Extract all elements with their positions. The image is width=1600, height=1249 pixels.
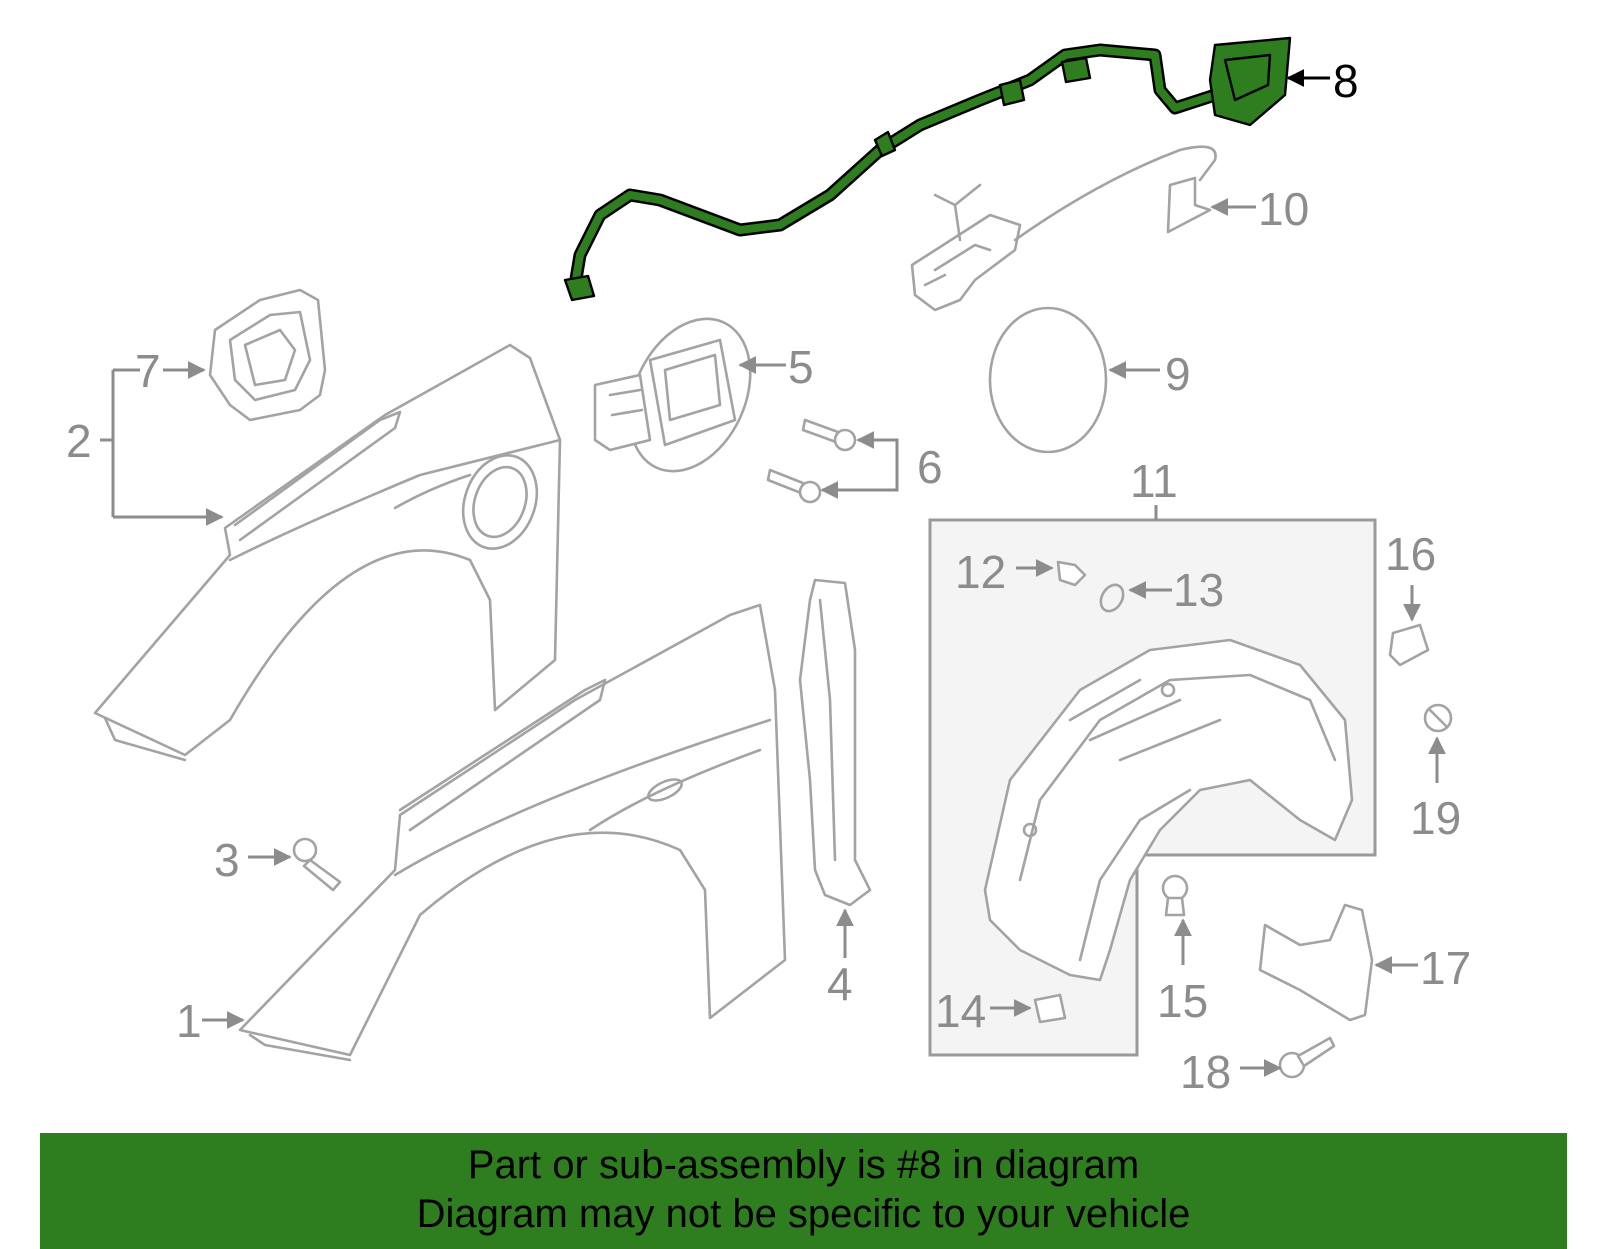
clip-19	[1423, 703, 1453, 733]
screw	[292, 837, 342, 892]
screw-18	[1278, 1036, 1336, 1079]
callout-6: 6	[917, 441, 943, 493]
seal-ring	[988, 306, 1108, 454]
callout-2: 2	[66, 415, 92, 467]
callout-13: 13	[1173, 564, 1224, 616]
callout-11: 11	[1130, 455, 1178, 507]
fuel-housing-ring	[208, 288, 327, 422]
callout-17: 17	[1420, 942, 1471, 994]
callout-16: 16	[1385, 528, 1436, 580]
callout-15: 15	[1157, 975, 1208, 1027]
splash-shield	[798, 578, 872, 907]
mud-guard-17	[1258, 903, 1374, 1022]
info-banner: Part or sub-assembly is #8 in diagram Di…	[40, 1133, 1567, 1249]
callout-1: 1	[176, 995, 202, 1047]
callout-9: 9	[1165, 348, 1191, 400]
callout-18: 18	[1180, 1046, 1231, 1098]
callout-14: 14	[935, 985, 986, 1037]
callout-8: 8	[1333, 55, 1359, 107]
push-pin-15	[1161, 874, 1189, 917]
callout-10: 10	[1258, 183, 1309, 235]
grommet-13	[1099, 583, 1125, 613]
banner-part-note: Part or sub-assembly is #8 in diagram	[467, 1143, 1140, 1187]
fuel-actuator	[910, 145, 1217, 312]
callout-12: 12	[955, 546, 1006, 598]
callout-5: 5	[788, 341, 814, 393]
clip-16	[1388, 623, 1430, 667]
clip-14	[1033, 993, 1067, 1024]
callout-labels: 1 2 3 4 5 6 7 8 9 10 11 12 13 14 15 16 1…	[66, 55, 1471, 1098]
fuel-door	[593, 317, 752, 473]
leader-lines	[100, 69, 1446, 1077]
clip-12	[1056, 560, 1087, 587]
callout-19: 19	[1410, 792, 1461, 844]
fender-upper	[93, 343, 562, 762]
wheel-liner	[983, 638, 1354, 982]
fender-lower	[238, 603, 787, 1062]
callout-3: 3	[214, 834, 240, 886]
banner-disclaimer: Diagram may not be specific to your vehi…	[416, 1192, 1191, 1236]
wiring-harness-highlighted	[563, 36, 1292, 302]
bolt-pair	[766, 418, 857, 504]
callout-4: 4	[827, 958, 853, 1010]
callout-7: 7	[135, 345, 161, 397]
